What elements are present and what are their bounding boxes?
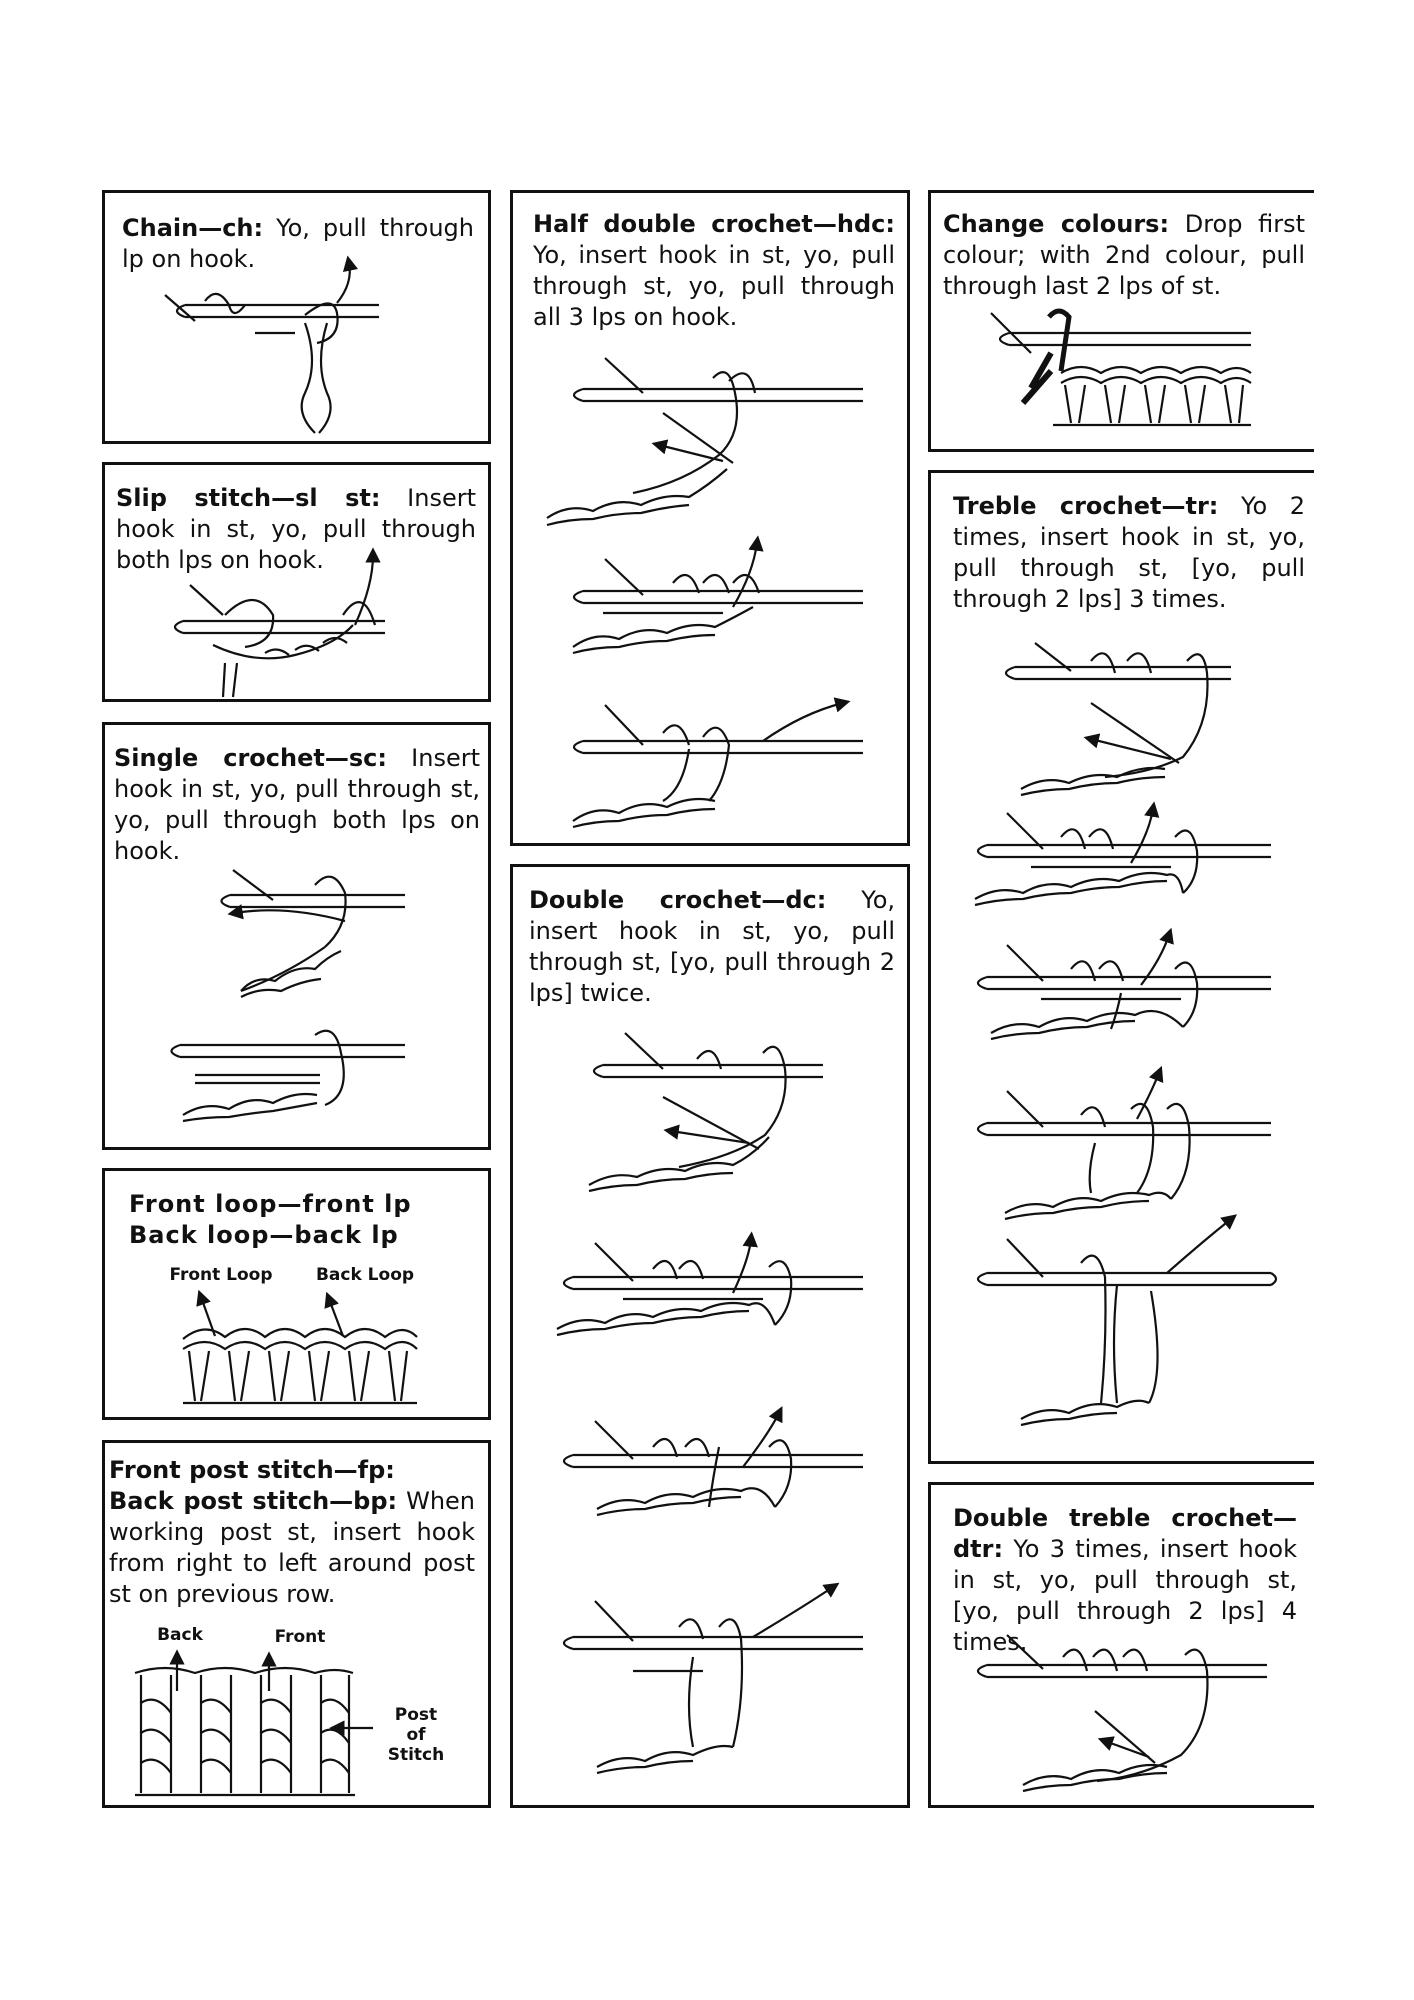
treble-crochet-desc: Yo 2 times, insert hook in st, yo, pull … (953, 492, 1305, 613)
double-crochet-desc: Yo, insert hook in st, yo, pull through … (529, 886, 895, 1007)
treble-crochet-term: Treble crochet—tr: (953, 492, 1219, 520)
panel-post-stitch: Front post stitch—fp: Back post stitch—b… (102, 1440, 491, 1808)
double-crochet-illustration (556, 1032, 863, 1775)
single-crochet-text: Single crochet—sc: Insert hook in st, yo… (114, 743, 480, 867)
panel-single-crochet: Single crochet—sc: Insert hook in st, yo… (102, 722, 491, 1150)
panel-slip-stitch: Slip stitch—sl st: Insert hook in st, yo… (102, 462, 491, 702)
back-loop-label: Back Loop (315, 1265, 415, 1285)
change-colours-text: Change colours: Drop first colour; with … (943, 209, 1305, 302)
post-label-3: Stitch (387, 1745, 445, 1765)
single-crochet-desc: Insert hook in st, yo, pull through st, … (114, 744, 481, 865)
half-double-crochet-illustration (546, 357, 863, 829)
chain-term: Chain—ch: (122, 214, 264, 242)
treble-crochet-illustration (974, 642, 1278, 1427)
change-colours-illustration (990, 308, 1252, 427)
half-double-crochet-text: Half double crochet—hdc: Yo, insert hook… (533, 209, 895, 333)
double-treble-crochet-term: Double treble crochet—dtr: (953, 1504, 1297, 1563)
panel-chain: Chain—ch: Yo, pull through lp on hook. (102, 190, 491, 444)
half-double-crochet-desc: Yo, insert hook in st, yo, pull through … (533, 241, 895, 331)
double-crochet-text: Double crochet—dc: Yo, insert hook in st… (529, 885, 895, 1009)
front-loop-label: Front Loop (169, 1265, 273, 1285)
double-crochet-term: Double crochet—dc: (529, 886, 827, 914)
change-colours-term: Change colours: (943, 210, 1170, 238)
slip-stitch-text: Slip stitch—sl st: Insert hook in st, yo… (116, 483, 476, 576)
slip-stitch-term: Slip stitch—sl st: (116, 484, 381, 512)
panel-loops: Front loop—front lp Back loop—back lp Fr… (102, 1168, 491, 1420)
loops-line-1: Front loop—front lp (129, 1190, 412, 1218)
chain-text: Chain—ch: Yo, pull through lp on hook. (122, 213, 474, 275)
change-colours-desc: Drop first colour; with 2nd colour, pull… (943, 210, 1305, 300)
panel-change-colours: Change colours: Drop first colour; with … (928, 190, 1314, 452)
loops-line-2: Back loop—back lp (129, 1221, 399, 1249)
half-double-crochet-term: Half double crochet—hdc: (533, 210, 895, 238)
double-treble-crochet-text: Double treble crochet—dtr: Yo 3 times, i… (953, 1503, 1297, 1658)
post-stitch-term-2: Back post stitch—bp: (109, 1487, 398, 1515)
double-treble-crochet-illustration (976, 1634, 1267, 1793)
post-stitch-desc: When working post st, insert hook from r… (109, 1487, 476, 1608)
slip-stitch-desc: Insert hook in st, yo, pull through both… (116, 484, 477, 574)
chain-desc: Yo, pull through lp on hook. (122, 214, 474, 273)
panel-double-treble-crochet: Double treble crochet—dtr: Yo 3 times, i… (928, 1482, 1314, 1808)
slip-stitch-illustration (173, 547, 385, 698)
single-crochet-illustration (170, 869, 405, 1123)
back-label: Back (157, 1625, 203, 1645)
post-stitch-illustration (134, 1649, 373, 1797)
loops-text: Front loop—front lp Back loop—back lp (129, 1189, 469, 1251)
post-stitch-text: Front post stitch—fp: Back post stitch—b… (109, 1455, 475, 1610)
panel-half-double-crochet: Half double crochet—hdc: Yo, insert hook… (510, 190, 910, 846)
loops-illustration (182, 1289, 418, 1405)
panel-double-crochet: Double crochet—dc: Yo, insert hook in st… (510, 864, 910, 1808)
panel-treble-crochet: Treble crochet—tr: Yo 2 times, insert ho… (928, 470, 1314, 1464)
front-label: Front (274, 1627, 326, 1647)
post-label-1: Post (394, 1705, 438, 1725)
post-stitch-term-1: Front post stitch—fp: (109, 1456, 395, 1484)
chain-illustration (164, 255, 379, 434)
double-treble-crochet-desc: Yo 3 times, insert hook in st, yo, pull … (953, 1535, 1297, 1656)
treble-crochet-text: Treble crochet—tr: Yo 2 times, insert ho… (953, 491, 1305, 615)
single-crochet-term: Single crochet—sc: (114, 744, 387, 772)
post-label-2: of (406, 1725, 426, 1745)
